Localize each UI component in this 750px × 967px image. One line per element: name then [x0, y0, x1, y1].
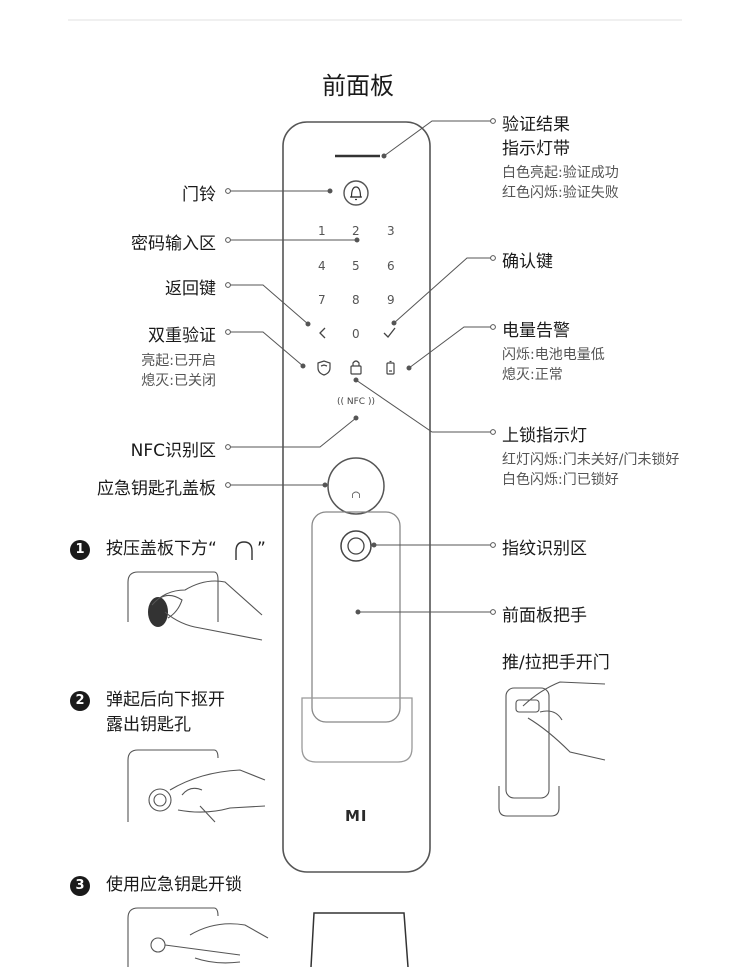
result-fail: 红色闪烁:验证失败 [502, 185, 619, 201]
step2-illustration [127, 749, 266, 823]
emergency-key-cover [327, 457, 385, 515]
label-front-handle: 前面板把手 [502, 606, 587, 626]
label-lock-indicator: 上锁指示灯 [502, 426, 587, 446]
key-6: 6 [387, 259, 395, 273]
dual-verification-icon [317, 360, 331, 376]
arch-icon [235, 541, 253, 560]
label-password-area: 密码输入区 [131, 234, 216, 254]
doorbell-icon [343, 180, 369, 206]
step2-line2: 露出钥匙孔 [106, 715, 191, 735]
dual-verification-on: 亮起:已开启 [141, 353, 216, 369]
step3-illustration [127, 907, 409, 967]
fingerprint-sensor [340, 530, 372, 562]
key-5: 5 [352, 259, 360, 273]
nfc-mark: (( NFC )) [337, 397, 375, 407]
brand-logo: MI [345, 807, 368, 825]
key-4: 4 [318, 259, 326, 273]
front-panel-handle [301, 511, 413, 763]
key-2: 2 [352, 224, 360, 238]
step2-badge: 2 [70, 691, 90, 711]
label-battery-alert: 电量告警 [502, 321, 570, 341]
confirm-icon [383, 327, 396, 338]
label-result-strip-2: 指示灯带 [502, 139, 570, 159]
label-result-strip-1: 验证结果 [502, 115, 570, 135]
battery-normal: 熄灭:正常 [502, 367, 563, 383]
key-0: 0 [352, 327, 360, 341]
key-9: 9 [387, 293, 395, 307]
step2-line1: 弹起后向下抠开 [106, 690, 225, 710]
lock-indicator-white: 白色闪烁:门已锁好 [502, 472, 619, 488]
key-8: 8 [352, 293, 360, 307]
label-confirm-key: 确认键 [502, 252, 553, 272]
step1-text: 按压盖板下方“ [106, 539, 217, 559]
key-3: 3 [387, 224, 395, 238]
step3-badge: 3 [70, 876, 90, 896]
step3-text: 使用应急钥匙开锁 [106, 875, 242, 895]
step1-badge: 1 [70, 540, 90, 560]
callout-lines [225, 118, 496, 615]
lock-front-panel [282, 121, 431, 873]
step1-illustration [127, 571, 263, 641]
handle-instruction: 推/拉把手开门 [502, 653, 610, 673]
battery-low: 闪烁:电池电量低 [502, 347, 605, 363]
step1-text-end: ” [257, 539, 266, 559]
label-nfc-area: NFC识别区 [130, 441, 216, 461]
back-icon [319, 327, 326, 339]
label-back-key: 返回键 [165, 279, 216, 299]
diagram-title: 前面板 [322, 72, 394, 100]
label-dual-verification: 双重验证 [148, 326, 216, 346]
battery-icon [386, 360, 395, 375]
key-7: 7 [318, 293, 326, 307]
label-doorbell: 门铃 [182, 185, 216, 205]
push-pull-illustration [498, 681, 606, 817]
key-1: 1 [318, 224, 326, 238]
label-emergency-key-cover: 应急钥匙孔盖板 [97, 479, 216, 499]
dual-verification-off: 熄灭:已关闭 [141, 373, 216, 389]
label-fingerprint-area: 指纹识别区 [502, 539, 587, 559]
result-success: 白色亮起:验证成功 [502, 165, 619, 181]
lock-indicator-icon [350, 360, 362, 375]
lock-indicator-red: 红灯闪烁:门未关好/门未锁好 [502, 452, 680, 468]
